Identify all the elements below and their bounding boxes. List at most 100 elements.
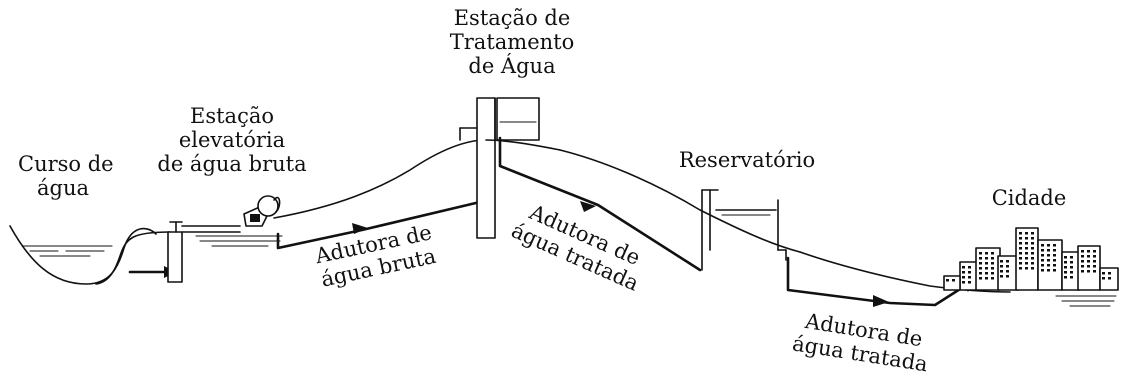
building-window	[1025, 252, 1028, 255]
reservoir	[701, 189, 787, 271]
building-window	[962, 281, 965, 284]
building-window	[1000, 260, 1003, 263]
building-window	[1031, 247, 1034, 250]
pump-outlet	[273, 196, 281, 213]
building-window	[1031, 252, 1034, 255]
building-window	[1102, 277, 1105, 280]
building-window	[1070, 271, 1073, 274]
building-window	[1000, 270, 1003, 273]
building-window	[979, 267, 982, 270]
building-window	[979, 272, 982, 275]
building-window	[1019, 257, 1022, 260]
building-window	[1064, 256, 1067, 259]
building-window	[1081, 260, 1084, 263]
building-window	[991, 262, 994, 265]
building-window	[1019, 267, 1022, 270]
building-window	[1019, 262, 1022, 265]
treated-flow-arrow-b	[873, 295, 889, 307]
building-window	[1108, 277, 1111, 280]
building-window	[1047, 264, 1050, 267]
building-window	[1102, 272, 1105, 275]
building-window	[968, 271, 971, 274]
pumping-station	[195, 195, 283, 247]
building-window	[1064, 266, 1067, 269]
treatment-plant	[459, 97, 561, 239]
building-window	[1053, 254, 1056, 257]
building-window	[1047, 244, 1050, 247]
building-window	[968, 266, 971, 269]
building-window	[1019, 232, 1022, 235]
building-window	[1070, 256, 1073, 259]
label-reservoir: Reservatório	[672, 148, 822, 172]
label-line: de água bruta	[157, 152, 307, 176]
building-window	[1087, 270, 1090, 273]
plant-out-line	[485, 139, 561, 151]
building-window	[1006, 265, 1009, 268]
building-window	[1081, 270, 1084, 273]
building-window	[1031, 242, 1034, 245]
label-treatment-plant: Estação de Tratamento de Água	[432, 6, 592, 78]
building-window	[985, 277, 988, 280]
building-window	[1031, 232, 1034, 235]
building-window	[1025, 237, 1028, 240]
building-window	[1031, 262, 1034, 265]
label-line: Reservatório	[678, 148, 816, 172]
building-window	[1047, 249, 1050, 252]
building-window	[1041, 244, 1044, 247]
building-window	[979, 252, 982, 255]
building-window	[1031, 267, 1034, 270]
building-window	[1087, 250, 1090, 253]
label-watercourse: Curso de água	[18, 152, 114, 200]
building-window	[1031, 257, 1034, 260]
plant-tower-left	[476, 97, 496, 239]
building-window	[1093, 250, 1096, 253]
building-window	[1081, 255, 1084, 258]
building-window	[1006, 270, 1009, 273]
building-window	[952, 279, 955, 282]
building-window	[1087, 255, 1090, 258]
building-window	[1025, 257, 1028, 260]
label-line: água	[36, 176, 89, 200]
building-window	[1025, 267, 1028, 270]
building-window	[1041, 254, 1044, 257]
treated-water-main-a	[498, 136, 801, 272]
building-window	[968, 281, 971, 284]
building-window	[1047, 254, 1050, 257]
building-window	[985, 252, 988, 255]
building-window	[1031, 237, 1034, 240]
label-line: Cidade	[991, 186, 1067, 210]
building-window	[1108, 272, 1111, 275]
treated-pipe-b	[786, 256, 970, 307]
intake-curve	[95, 231, 171, 285]
treated-hydraulic-line-b	[799, 251, 1011, 293]
city	[943, 227, 1119, 307]
treated-hydraulic-line-a	[559, 149, 801, 253]
building-window	[1087, 265, 1090, 268]
building-window	[1025, 262, 1028, 265]
building	[943, 275, 961, 291]
building-window	[1093, 270, 1096, 273]
building-window	[1041, 259, 1044, 262]
building-window	[1053, 269, 1056, 272]
raw-water-flow-arrow	[352, 223, 368, 234]
building-window	[1041, 249, 1044, 252]
label-line: de Água	[468, 54, 556, 78]
treated-pipe-a	[498, 136, 702, 272]
raw-water-pipe	[276, 200, 482, 250]
label-line: elevatória	[178, 128, 286, 152]
raw-hydraulic-line	[273, 139, 487, 219]
building-window	[946, 279, 949, 282]
building-window	[1064, 261, 1067, 264]
building-window	[985, 272, 988, 275]
building-window	[962, 271, 965, 274]
building-window	[1053, 264, 1056, 267]
building-window	[1053, 259, 1056, 262]
label-pumping-station: Estação elevatória de água bruta	[152, 104, 312, 176]
building-window	[991, 272, 994, 275]
pump-impeller	[250, 214, 260, 222]
building-window	[991, 267, 994, 270]
building-window	[968, 276, 971, 279]
building-window	[1070, 276, 1073, 279]
building-window	[979, 257, 982, 260]
building-window	[1047, 269, 1050, 272]
